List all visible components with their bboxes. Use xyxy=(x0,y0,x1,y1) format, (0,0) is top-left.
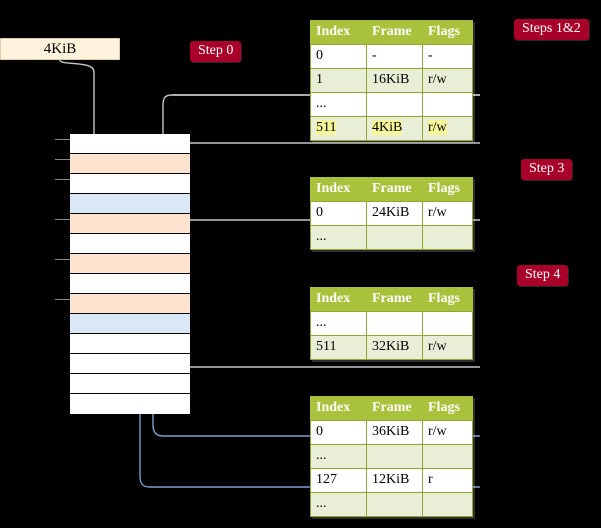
memory-row xyxy=(70,294,190,314)
table-cell-frame: 16KiB xyxy=(366,68,423,93)
memory-row xyxy=(70,234,190,254)
memory-row xyxy=(70,354,190,374)
memory-row xyxy=(70,174,190,194)
table-cell-flags xyxy=(422,92,473,117)
badge-step-4[interactable]: Step 4 xyxy=(517,265,569,286)
table-cell-flags: r/w xyxy=(422,68,473,93)
table-cell-index: ... xyxy=(310,92,367,117)
memory-tick xyxy=(55,159,70,160)
table-cell-frame: - xyxy=(366,44,423,69)
badge-steps-1-and-2[interactable]: Steps 1&2 xyxy=(514,19,589,40)
column-header-index: Index xyxy=(310,287,367,312)
highlighted-value: 4KiB xyxy=(372,120,403,135)
table-row[interactable]: ... xyxy=(310,311,473,336)
memory-row xyxy=(70,394,190,414)
table-cell-index: 511 xyxy=(310,335,367,360)
table-row[interactable]: 511 4KiB r/w xyxy=(310,116,473,141)
column-header-index: Index xyxy=(310,177,367,202)
table-cell-index: 0 xyxy=(310,44,367,69)
memory-row xyxy=(70,254,190,274)
table-cell-flags xyxy=(422,311,473,336)
table-cell-index: ... xyxy=(310,444,367,469)
table-cell-flags xyxy=(422,444,473,469)
table-cell-index: ... xyxy=(310,311,367,336)
table-row[interactable]: ... xyxy=(310,225,473,250)
column-header-flags: Flags xyxy=(422,287,473,312)
column-header-frame: Frame xyxy=(366,287,423,312)
badge-step-0[interactable]: Step 0 xyxy=(190,41,242,62)
memory-row xyxy=(70,334,190,354)
memory-tick xyxy=(55,219,70,220)
table-cell-frame: 24KiB xyxy=(366,201,423,226)
table-row[interactable]: ... xyxy=(310,444,473,469)
table-cell-index: 0 xyxy=(310,201,367,226)
column-header-index: Index xyxy=(310,20,367,45)
table-cell-frame: 4KiB xyxy=(366,116,423,141)
memory-row xyxy=(70,134,190,154)
table-cell-index: 511 xyxy=(310,116,367,141)
memory-row xyxy=(70,374,190,394)
table-cell-frame: 32KiB xyxy=(366,335,423,360)
frame-size-caption: 4KiB xyxy=(0,38,120,60)
column-header-flags: Flags xyxy=(422,396,473,421)
table-cell-index: 127 xyxy=(310,468,367,493)
table-cell-flags: r xyxy=(422,468,473,493)
table-row[interactable]: ... xyxy=(310,492,473,517)
memory-row xyxy=(70,274,190,294)
table-cell-index: ... xyxy=(310,225,367,250)
table-cell-frame: 12KiB xyxy=(366,468,423,493)
table-cell-flags xyxy=(422,225,473,250)
table-cell-frame: 36KiB xyxy=(366,420,423,445)
table-cell-flags: r/w xyxy=(422,420,473,445)
memory-tick xyxy=(55,139,70,140)
highlighted-value: 511 xyxy=(316,120,337,135)
table-cell-flags: - xyxy=(422,44,473,69)
table-cell-index: 0 xyxy=(310,420,367,445)
column-header-flags: Flags xyxy=(422,20,473,45)
table-cell-frame xyxy=(366,225,423,250)
memory-tick xyxy=(55,179,70,180)
column-header-frame: Frame xyxy=(366,396,423,421)
table-cell-frame xyxy=(366,492,423,517)
wire-steps12-b xyxy=(181,142,480,160)
table-cell-flags xyxy=(422,492,473,517)
table-cell-frame xyxy=(366,444,423,469)
column-header-frame: Frame xyxy=(366,177,423,202)
table-cell-flags: r/w xyxy=(422,201,473,226)
column-header-flags: Flags xyxy=(422,177,473,202)
table-cell-flags: r/w xyxy=(422,335,473,360)
memory-row xyxy=(70,154,190,174)
table-cell-index: 1 xyxy=(310,68,367,93)
table-cell-index: ... xyxy=(310,492,367,517)
highlighted-value: r/w xyxy=(428,120,447,135)
memory-row xyxy=(70,194,190,214)
table-cell-flags: r/w xyxy=(422,116,473,141)
table-cell-frame xyxy=(366,311,423,336)
column-header-frame: Frame xyxy=(366,20,423,45)
column-header-index: Index xyxy=(310,396,367,421)
table-row[interactable]: ... xyxy=(310,92,473,117)
memory-row xyxy=(70,314,190,334)
table-row[interactable]: 0-- xyxy=(310,44,473,69)
table-cell-frame xyxy=(366,92,423,117)
memory-row xyxy=(70,214,190,234)
badge-step-3[interactable]: Step 3 xyxy=(521,159,573,180)
memory-tick xyxy=(55,299,70,300)
memory-tick xyxy=(55,259,70,260)
